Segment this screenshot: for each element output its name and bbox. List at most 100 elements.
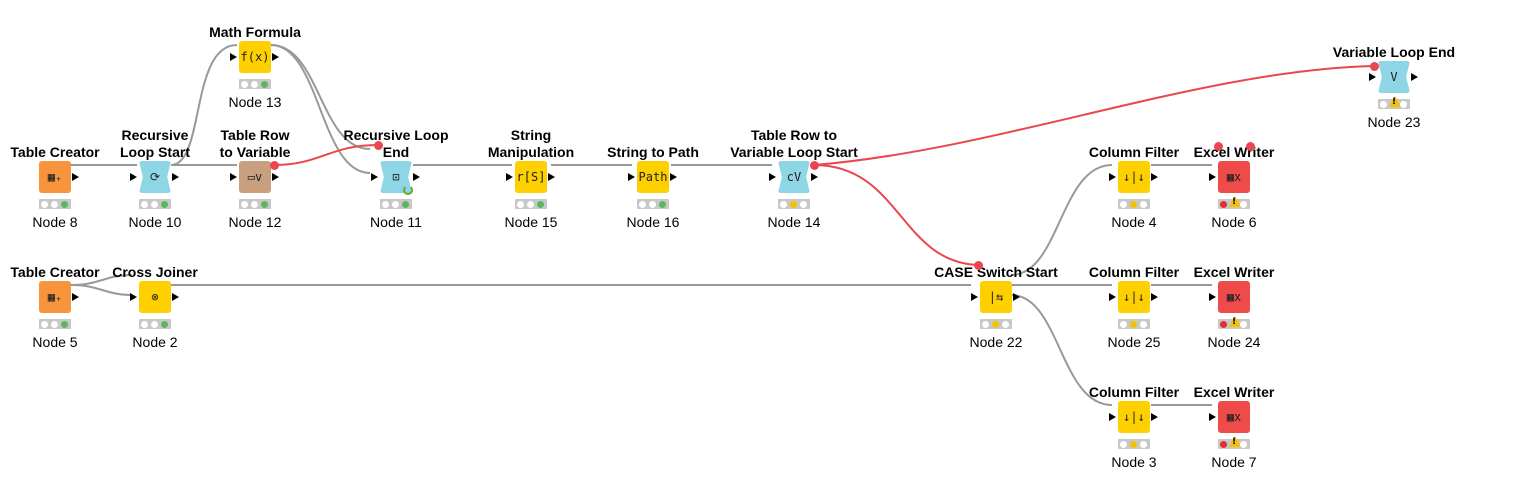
flow-variable-output-port[interactable] bbox=[270, 161, 279, 170]
node-title: Table Row to Variable Loop Start bbox=[730, 127, 858, 160]
node-label[interactable]: Node 8 bbox=[32, 214, 78, 230]
node-label[interactable]: Node 5 bbox=[32, 334, 78, 350]
node-label[interactable]: Node 24 bbox=[1207, 334, 1261, 350]
input-port[interactable] bbox=[1109, 293, 1116, 301]
node-label[interactable]: Node 3 bbox=[1111, 454, 1157, 470]
workflow-node[interactable]: Recursive Loop End⊡Node 11 bbox=[331, 105, 461, 230]
input-port[interactable] bbox=[628, 173, 635, 181]
input-port[interactable] bbox=[1209, 413, 1216, 421]
node-label[interactable]: Node 7 bbox=[1211, 454, 1257, 470]
node-label[interactable]: Node 2 bbox=[132, 334, 178, 350]
table-creator-icon[interactable]: ▦₊ bbox=[39, 161, 71, 193]
output-port[interactable] bbox=[172, 173, 179, 181]
workflow-node[interactable]: Excel Writer▦x!Node 6 bbox=[1169, 105, 1299, 230]
workflow-node[interactable]: Excel Writer▦x!Node 24 bbox=[1169, 225, 1299, 350]
workflow-node[interactable]: CASE Switch Start|⇆Node 22 bbox=[931, 225, 1061, 350]
workflow-node[interactable]: Column Filter↓|↓Node 25 bbox=[1069, 225, 1199, 350]
output-port[interactable] bbox=[413, 173, 420, 181]
excel-writer-icon[interactable]: ▦x bbox=[1218, 401, 1250, 433]
output-port[interactable] bbox=[811, 173, 818, 181]
input-port[interactable] bbox=[1369, 73, 1376, 81]
node-label[interactable]: Node 13 bbox=[228, 94, 282, 110]
node-label[interactable]: Node 23 bbox=[1367, 114, 1421, 130]
input-port[interactable] bbox=[506, 173, 513, 181]
node-glyph: |⇆ bbox=[988, 290, 1004, 304]
workflow-node[interactable]: Excel Writer▦x!Node 7 bbox=[1169, 345, 1299, 470]
workflow-node[interactable]: Recursive Loop Start⟳Node 10 bbox=[90, 105, 220, 230]
variable-loop-start-icon[interactable]: cV bbox=[778, 161, 810, 193]
status-led bbox=[161, 321, 168, 328]
output-port[interactable] bbox=[1013, 293, 1020, 301]
node-label[interactable]: Node 10 bbox=[128, 214, 182, 230]
status-led bbox=[1130, 441, 1137, 448]
node-label[interactable]: Node 6 bbox=[1211, 214, 1257, 230]
workflow-node[interactable]: Table Creator▦₊Node 5 bbox=[0, 225, 120, 350]
flow-variable-input-port[interactable] bbox=[374, 141, 383, 150]
input-port[interactable] bbox=[769, 173, 776, 181]
node-label[interactable]: Node 11 bbox=[370, 214, 422, 230]
input-port[interactable] bbox=[230, 173, 237, 181]
string-manipulation-icon[interactable]: r[S] bbox=[515, 161, 547, 193]
case-switch-icon[interactable]: |⇆ bbox=[980, 281, 1012, 313]
flow-variable-input-port[interactable] bbox=[1370, 62, 1379, 71]
string-to-path-icon[interactable]: Path bbox=[637, 161, 669, 193]
output-port[interactable] bbox=[1151, 173, 1158, 181]
column-filter-icon[interactable]: ↓|↓ bbox=[1118, 161, 1150, 193]
excel-writer-icon[interactable]: ▦x bbox=[1218, 161, 1250, 193]
recursive-loop-start-icon[interactable]: ⟳ bbox=[139, 161, 171, 193]
node-label[interactable]: Node 15 bbox=[504, 214, 558, 230]
input-port[interactable] bbox=[130, 173, 137, 181]
flow-variable-port[interactable] bbox=[1246, 142, 1255, 151]
column-filter-icon[interactable]: ↓|↓ bbox=[1118, 281, 1150, 313]
node-status-traffic-light bbox=[1118, 199, 1150, 209]
output-port[interactable] bbox=[172, 293, 179, 301]
output-port[interactable] bbox=[1151, 293, 1158, 301]
status-led bbox=[1120, 321, 1127, 328]
math-formula-icon[interactable]: f(x) bbox=[239, 41, 271, 73]
cross-joiner-icon[interactable]: ⊗ bbox=[139, 281, 171, 313]
table-row-to-variable-icon[interactable]: ▭v bbox=[239, 161, 271, 193]
excel-writer-icon[interactable]: ▦x bbox=[1218, 281, 1250, 313]
node-label[interactable]: Node 25 bbox=[1107, 334, 1161, 350]
workflow-node[interactable]: Column Filter↓|↓Node 4 bbox=[1069, 105, 1199, 230]
node-label[interactable]: Node 4 bbox=[1111, 214, 1157, 230]
input-port[interactable] bbox=[130, 293, 137, 301]
flow-variable-port[interactable] bbox=[1214, 142, 1223, 151]
output-port[interactable] bbox=[72, 173, 79, 181]
flow-variable-input-port[interactable] bbox=[974, 261, 983, 270]
output-port[interactable] bbox=[1151, 413, 1158, 421]
node-label[interactable]: Node 16 bbox=[626, 214, 680, 230]
node-glyph: ▦x bbox=[1226, 290, 1242, 304]
flow-variable-output-port[interactable] bbox=[810, 161, 819, 170]
workflow-node[interactable]: Cross Joiner⊗Node 2 bbox=[90, 225, 220, 350]
input-port[interactable] bbox=[1209, 173, 1216, 181]
output-port[interactable] bbox=[272, 173, 279, 181]
node-label[interactable]: Node 22 bbox=[969, 334, 1023, 350]
node-label[interactable]: Node 12 bbox=[228, 214, 282, 230]
column-filter-icon[interactable]: ↓|↓ bbox=[1118, 401, 1150, 433]
input-port[interactable] bbox=[1109, 413, 1116, 421]
output-port[interactable] bbox=[272, 53, 279, 61]
node-label[interactable]: Node 14 bbox=[767, 214, 821, 230]
input-port[interactable] bbox=[971, 293, 978, 301]
output-port[interactable] bbox=[670, 173, 677, 181]
node-status-traffic-light bbox=[1118, 439, 1150, 449]
table-creator-icon[interactable]: ▦₊ bbox=[39, 281, 71, 313]
output-port[interactable] bbox=[1411, 73, 1418, 81]
output-port[interactable] bbox=[72, 293, 79, 301]
input-port[interactable] bbox=[1109, 173, 1116, 181]
input-port[interactable] bbox=[1209, 293, 1216, 301]
variable-loop-end-icon[interactable]: V bbox=[1378, 61, 1410, 93]
workflow-node[interactable]: Table Creator▦₊Node 8 bbox=[0, 105, 120, 230]
input-port[interactable] bbox=[230, 53, 237, 61]
input-port[interactable] bbox=[371, 173, 378, 181]
workflow-node[interactable]: Column Filter↓|↓Node 3 bbox=[1069, 345, 1199, 470]
output-port[interactable] bbox=[548, 173, 555, 181]
status-led bbox=[1240, 201, 1247, 208]
